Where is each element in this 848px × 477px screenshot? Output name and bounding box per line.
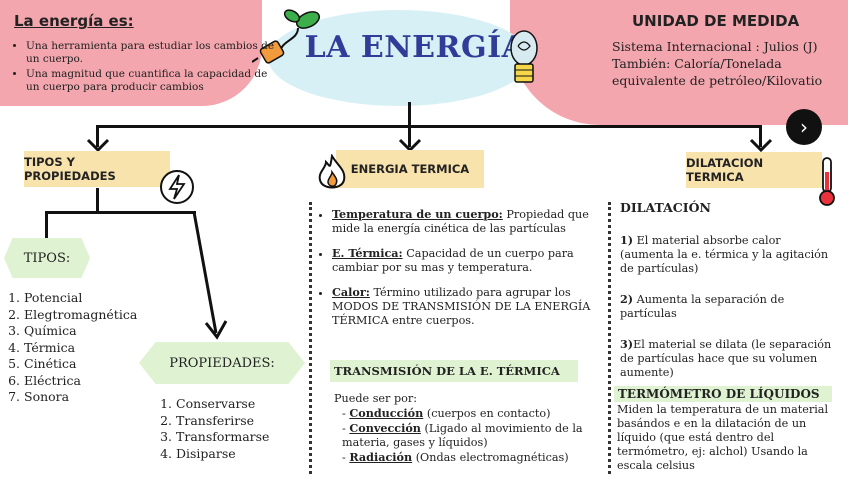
list-item: Térmica — [24, 340, 174, 357]
list-item: E. Térmica: Capacidad de un cuerpo para … — [332, 246, 600, 275]
next-button[interactable]: › — [786, 109, 822, 145]
dilatacion-step: 1) El material absorbe calor (aumenta la… — [620, 233, 829, 275]
arrow-down-icon — [86, 138, 110, 152]
list-item: - Conducción (cuerpos en contacto) — [342, 406, 551, 420]
arrow-diagonal-icon — [150, 211, 228, 340]
transmision-heading: TRANSMISIÓN DE LA E. TÉRMICA — [330, 360, 578, 382]
propiedades-list: Conservarse Transferirse Transformarse D… — [154, 396, 326, 462]
transmision-block: Puede ser por: - Conducción (cuerpos en … — [334, 392, 592, 465]
page-title: LA ENERGÍA — [304, 30, 526, 65]
definition-list: Una herramienta para estudiar los cambio… — [8, 40, 276, 96]
list-item: Transferirse — [176, 413, 326, 430]
divider — [309, 202, 312, 474]
definition-heading: La energía es: — [14, 12, 134, 30]
connector-line — [759, 125, 762, 147]
dilatacion-heading: DILATACIÓN — [620, 200, 711, 215]
connector-line — [408, 125, 411, 147]
list-item: Una magnitud que cuantifica la capacidad… — [26, 68, 276, 94]
arrow-down-icon — [749, 138, 773, 152]
propiedades-label: PROPIEDADES: — [139, 342, 305, 384]
dilatacion-step: 2) Aumenta la separación de partículas — [620, 292, 785, 320]
list-item: Elegtromagnética — [24, 307, 174, 324]
list-item: Sonora — [24, 389, 174, 406]
connector-line — [96, 125, 762, 128]
connector-line — [96, 125, 99, 147]
termometro-text: Miden la temperatura de un material basá… — [617, 403, 829, 472]
fire-icon — [318, 154, 346, 189]
list-item: Calor: Término utilizado para agrupar lo… — [332, 285, 600, 328]
connector-line — [408, 102, 411, 126]
list-item: Química — [24, 323, 174, 340]
plug-leaf-icon — [252, 9, 321, 64]
thermometer-icon — [819, 157, 835, 206]
list-item: Potencial — [24, 290, 174, 307]
termometro-heading: TERMÓMETRO DE LÍQUIDOS — [614, 386, 832, 402]
list-item: Transformarse — [176, 429, 326, 446]
list-item: Cinética — [24, 356, 174, 373]
connector-line — [45, 211, 196, 214]
tipos-label: TIPOS: — [4, 238, 90, 278]
list-item: Eléctrica — [24, 373, 174, 390]
list-item: - Radiación (Ondas electromagnéticas) — [342, 450, 569, 464]
units-text: Sistema Internacional : Julios (J) Tambi… — [612, 38, 842, 89]
dilatacion-step: 3)El material se dilata (le separación d… — [620, 337, 832, 379]
tipos-list: Potencial Elegtromagnética Química Térmi… — [2, 290, 174, 406]
units-heading: UNIDAD DE MEDIDA — [632, 12, 800, 30]
units-line: También: Caloría/Tonelada equivalente de… — [612, 56, 823, 88]
list-item: Una herramienta para estudiar los cambio… — [26, 40, 276, 66]
termica-list: Temperatura de un cuerpo: Propiedad que … — [316, 207, 600, 328]
light-bulb-icon — [510, 30, 538, 83]
header-energia-termica: ENERGIA TERMICA — [336, 150, 484, 188]
definition-panel — [0, 0, 262, 106]
list-item: Conservarse — [176, 396, 326, 413]
list-item: Disiparse — [176, 446, 326, 463]
divider — [608, 202, 611, 474]
transmision-intro: Puede ser por: — [334, 392, 417, 405]
list-item: Temperatura de un cuerpo: Propiedad que … — [332, 207, 600, 236]
connector-line — [45, 211, 48, 241]
connector-line — [96, 188, 99, 212]
header-dilatacion-termica: DILATACION TERMICA — [686, 152, 822, 188]
units-line: Sistema Internacional : Julios (J) — [612, 39, 818, 54]
units-panel — [510, 0, 848, 125]
list-item: - Convección (Ligado al movimiento de la… — [342, 421, 583, 449]
lightning-icon — [160, 170, 194, 204]
header-tipos-propiedades: TIPOS Y PROPIEDADES — [24, 151, 170, 187]
